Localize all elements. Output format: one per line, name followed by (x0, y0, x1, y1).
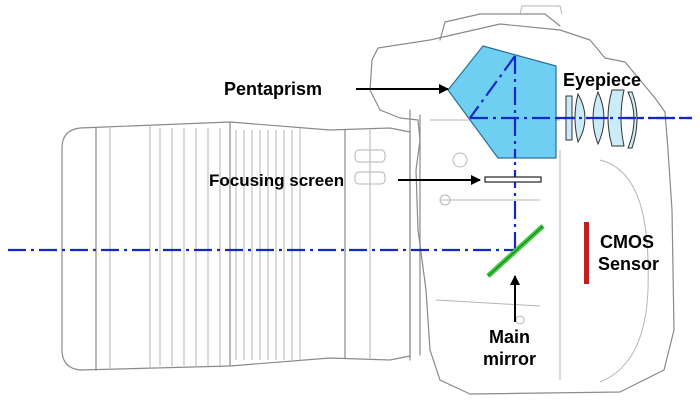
label-mirror-line2: mirror (483, 349, 536, 369)
focusing-screen (484, 176, 542, 183)
label-cmos-line1: CMOS (600, 232, 654, 252)
cmos-sensor (584, 222, 589, 284)
label-pentaprism: Pentaprism (224, 79, 322, 99)
pentaprism (447, 45, 557, 159)
label-eyepiece: Eyepiece (563, 70, 641, 90)
label-mirror-line1: Main (489, 327, 530, 347)
main-mirror-edge (487, 225, 544, 277)
label-focusing-screen: Focusing screen (209, 171, 344, 190)
prism-diagonal-overlay (469, 55, 516, 119)
lens-barrel-outline (61, 121, 411, 371)
label-cmos-line2: Sensor (598, 254, 659, 274)
eyepiece-lenses (556, 89, 692, 149)
